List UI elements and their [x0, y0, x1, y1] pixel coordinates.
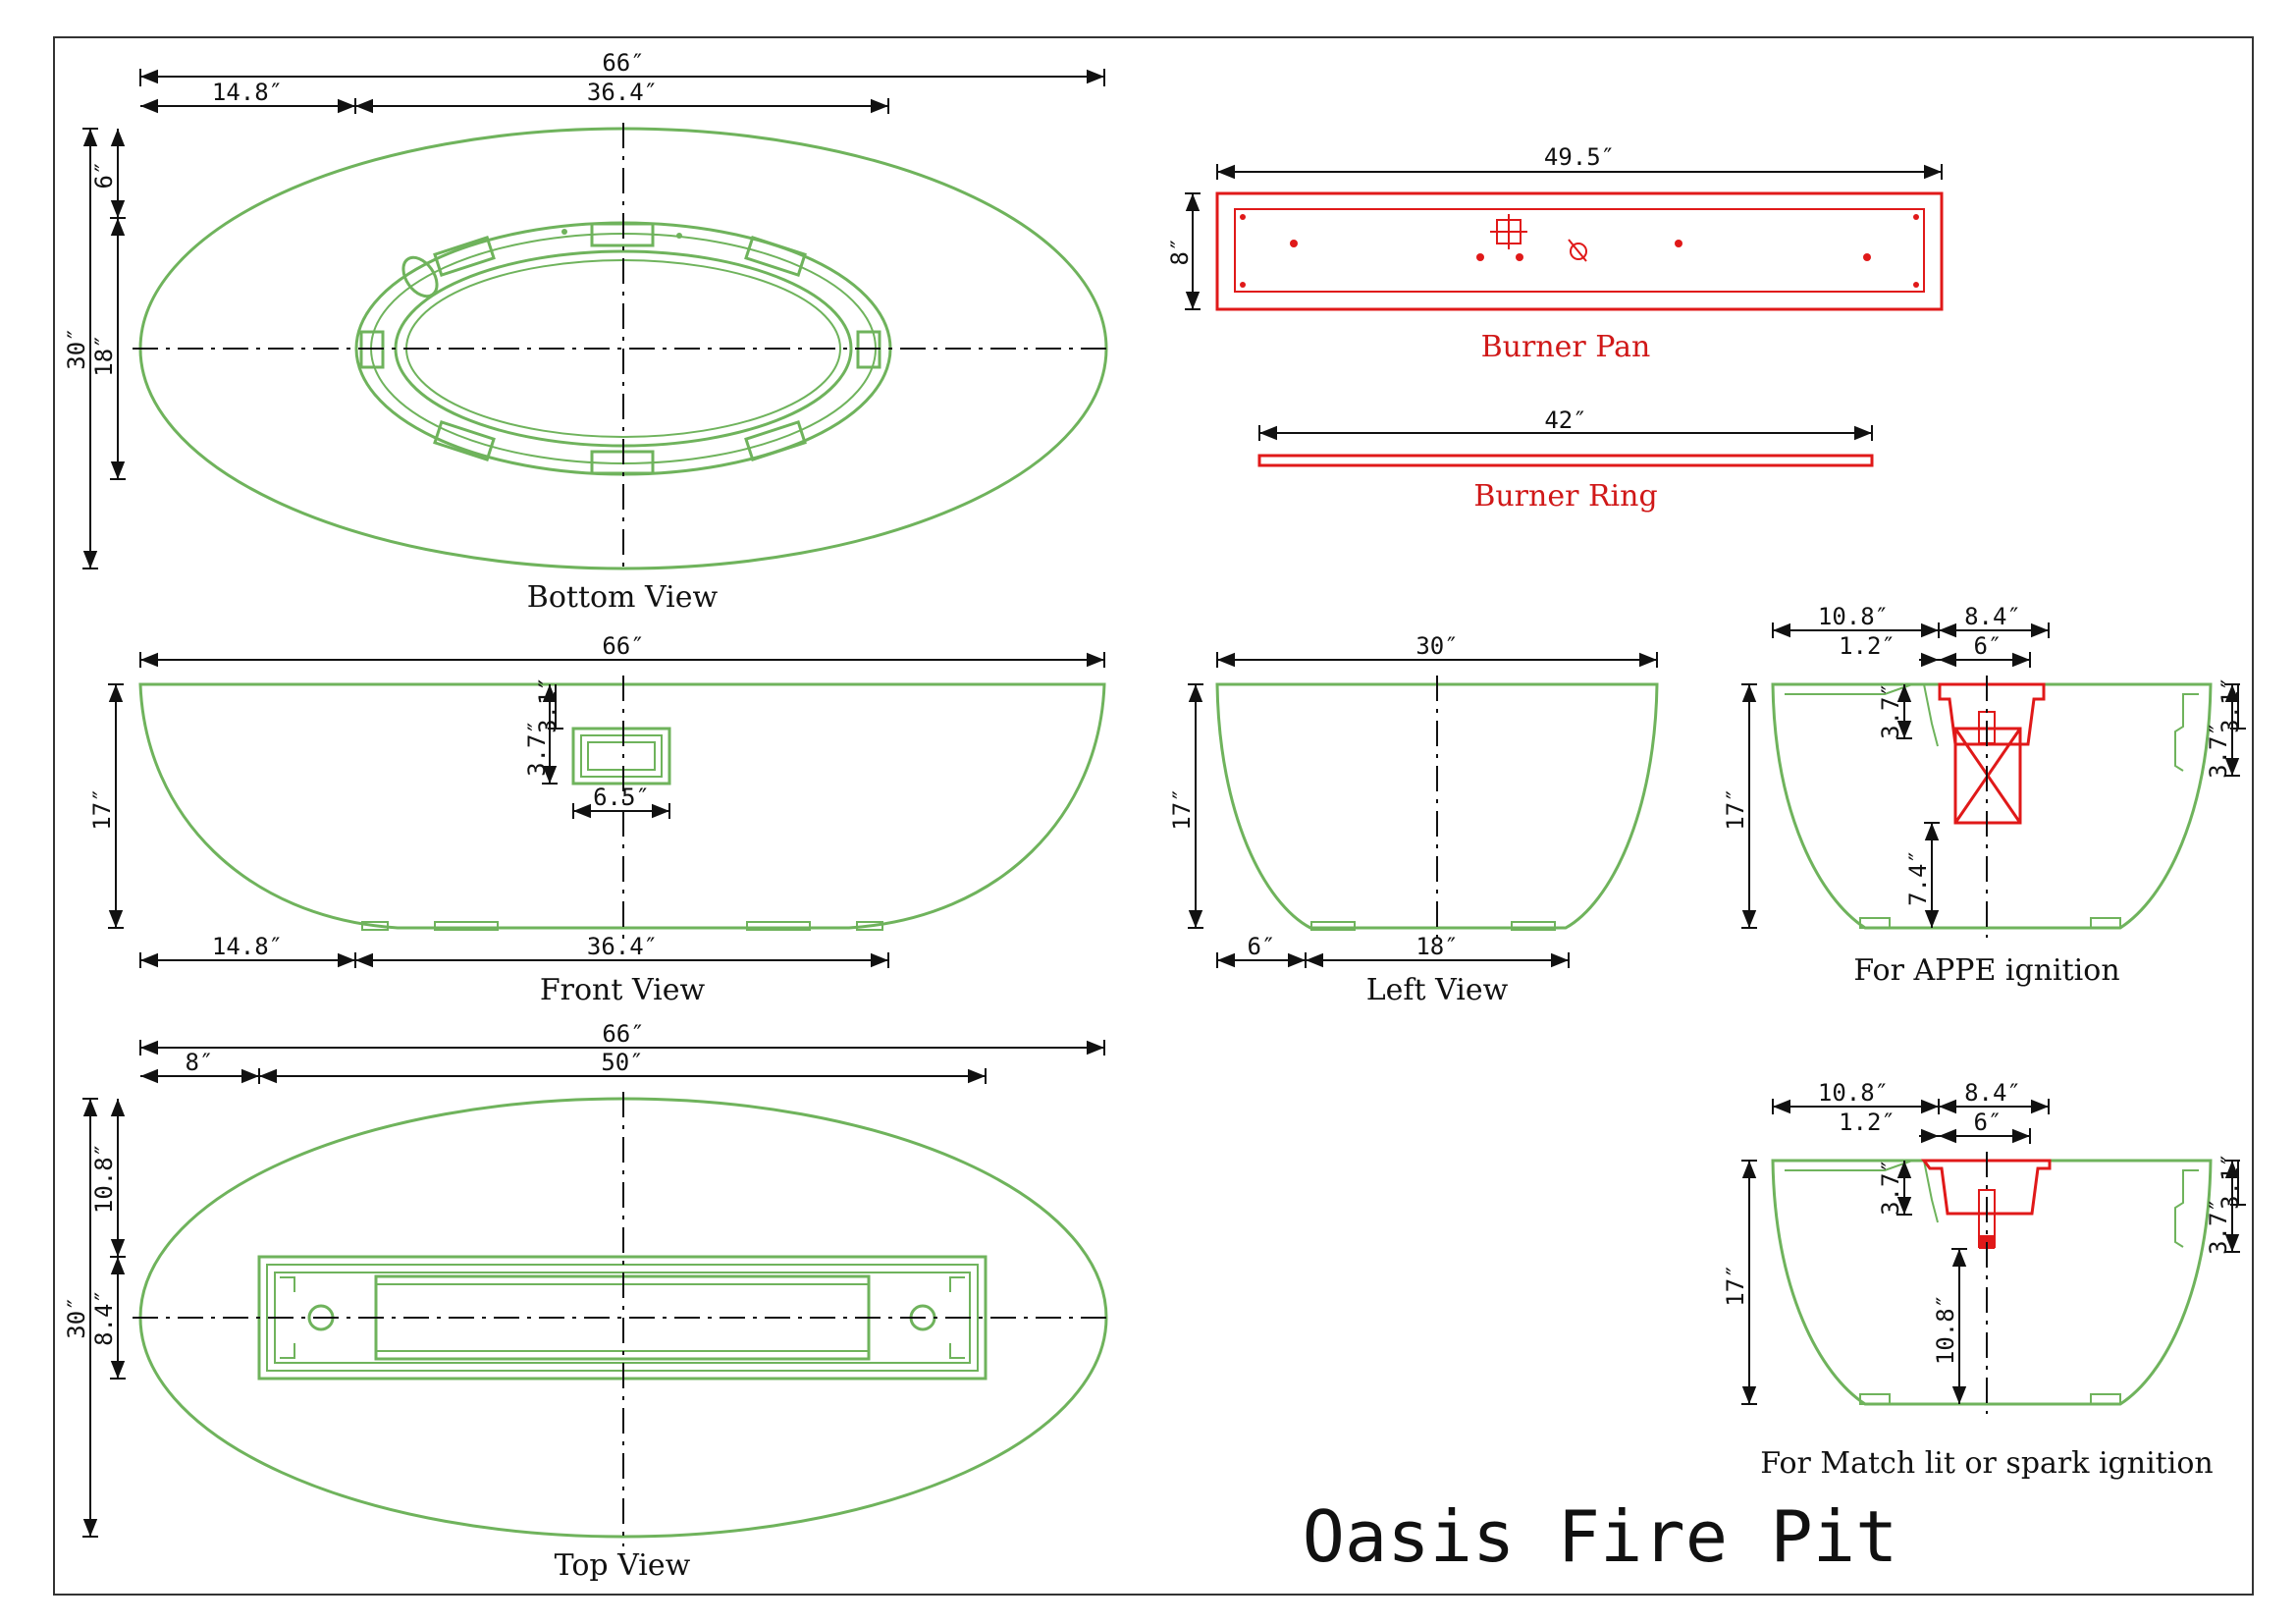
bottom-gap-dim: 6″ — [90, 161, 118, 189]
left-height-dim: 17″ — [1168, 787, 1196, 830]
front-height-dim: 17″ — [88, 787, 116, 830]
match-right-b-dim: 3.1″ — [2216, 1153, 2244, 1210]
front-inner-dim: 36.4″ — [587, 933, 658, 960]
match-outer-dim: 10.8″ — [1818, 1079, 1889, 1107]
burner-pan-label: Burner Pan — [1481, 330, 1651, 364]
bottom-depth-dim: 30″ — [63, 327, 90, 369]
match-label: For Match lit or spark ignition — [1760, 1446, 2213, 1481]
front-cut-h1-dim: 3.7″ — [523, 720, 551, 777]
front-view-label: Front View — [540, 973, 706, 1007]
top-width-dim: 66″ — [602, 1020, 644, 1048]
top-half-dim: 8.4″ — [90, 1289, 118, 1346]
front-offset-dim: 14.8″ — [212, 933, 283, 960]
bottom-inner-depth-dim: 18″ — [90, 334, 118, 376]
match-pan-dim: 6″ — [1974, 1109, 2002, 1136]
bottom-inner-dim: 36.4″ — [587, 79, 658, 106]
left-inner-dim: 18″ — [1415, 933, 1458, 960]
top-depth-dim: 30″ — [63, 1296, 90, 1338]
top-view-label: Top View — [555, 1548, 691, 1583]
appe-rim-dim: 1.2″ — [1839, 632, 1896, 660]
top-offset-dim: 8″ — [186, 1049, 214, 1076]
match-rim-dim: 1.2″ — [1839, 1109, 1896, 1136]
appe-right-a-dim: 3.7″ — [2205, 722, 2232, 779]
pan-width-dim: 49.5″ — [1544, 143, 1615, 171]
match-height-dim: 17″ — [1722, 1264, 1749, 1306]
left-offset-dim: 6″ — [1248, 933, 1276, 960]
top-view: 66″ 8″ 50″ 30″ 10.8″ 8.4″ Top View — [63, 1020, 1114, 1583]
appe-right-b-dim: 3.1″ — [2216, 677, 2244, 733]
front-width-dim: 66″ — [602, 632, 644, 660]
pan-depth-dim: 8″ — [1166, 238, 1194, 266]
appe-recess-dim: 3.7″ — [1877, 682, 1904, 739]
bottom-view: 66″ 14.8″ 36.4″ 30″ 6″ 18″ Bottom View — [63, 49, 1114, 615]
burner-pan: 49.5″ 8″ Burner Pan — [1166, 143, 1944, 364]
left-view-label: Left View — [1366, 973, 1509, 1007]
appe-height-dim: 17″ — [1722, 787, 1749, 830]
top-inner-dim: 50″ — [601, 1049, 643, 1076]
ring-width-dim: 42″ — [1544, 406, 1586, 434]
bottom-width-dim: 66″ — [602, 49, 644, 77]
front-view: 66″ 17″ 3.7″ 3.1″ 6.5″ 14.8″ 36.4″ Front… — [88, 632, 1106, 1007]
top-upper-dim: 10.8″ — [90, 1143, 118, 1214]
bottom-offset-dim: 14.8″ — [212, 79, 283, 106]
drawing-title: Oasis Fire Pit — [1303, 1495, 1898, 1578]
appe-inner-dim: 8.4″ — [1964, 603, 2021, 630]
match-inner-dim: 8.4″ — [1964, 1079, 2021, 1107]
sheet-border — [53, 36, 2254, 1596]
front-cut-w-dim: 6.5″ — [593, 784, 650, 811]
appe-label: For APPE ignition — [1853, 953, 2119, 988]
bottom-view-label: Bottom View — [527, 580, 719, 615]
left-width-dim: 30″ — [1415, 632, 1458, 660]
burner-ring-label: Burner Ring — [1473, 479, 1657, 514]
match-recess-dim: 3.7″ — [1877, 1159, 1904, 1216]
match-section: 10.8″ 8.4″ 1.2″ 6″ 17″ 3.7″ 10.8″ 3.7″ 3… — [1722, 1079, 2246, 1481]
appe-pan-dim: 6″ — [1974, 632, 2002, 660]
front-cut-h2-dim: 3.1″ — [534, 677, 561, 733]
appe-outer-dim: 10.8″ — [1818, 603, 1889, 630]
match-right-a-dim: 3.7″ — [2205, 1198, 2232, 1255]
appe-rise-dim: 7.4″ — [1904, 849, 1932, 906]
match-rise-dim: 10.8″ — [1932, 1294, 1959, 1365]
burner-ring: 42″ Burner Ring — [1257, 406, 1874, 514]
appe-section: 10.8″ 8.4″ 1.2″ 6″ 17″ 3.7″ 7.4″ 3.7″ 3.… — [1722, 603, 2246, 988]
left-view: 30″ 17″ 6″ 18″ Left View — [1168, 632, 1659, 1007]
